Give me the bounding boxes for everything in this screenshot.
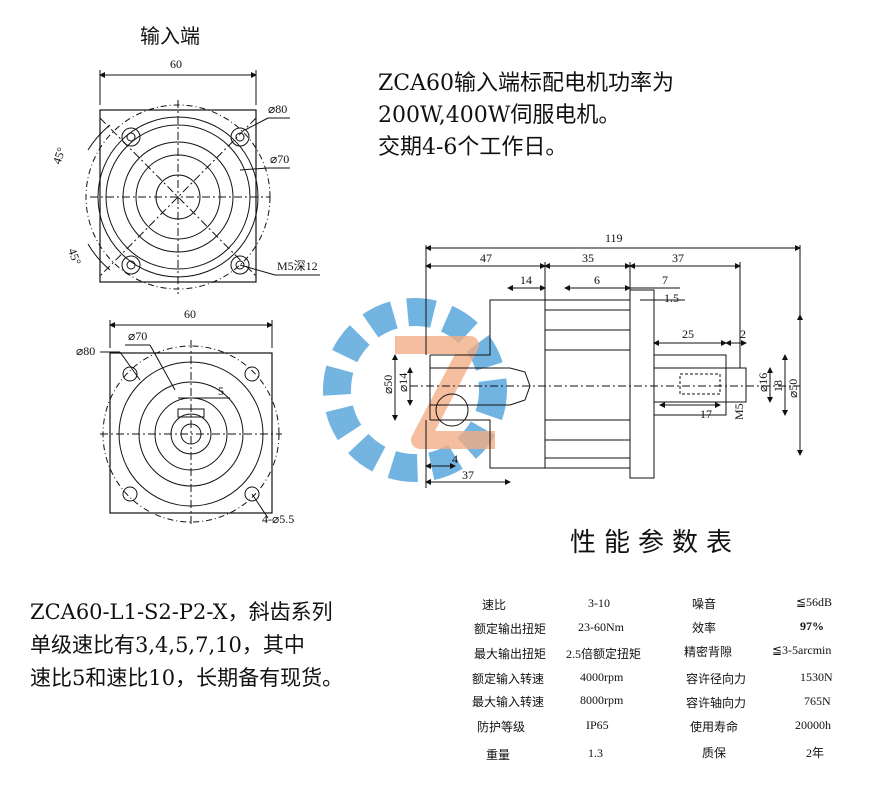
bottom-view-d80-label: ⌀80 bbox=[76, 344, 95, 358]
watermark-logo bbox=[323, 298, 507, 482]
note-line-3: 交期4-6个工作日。 bbox=[378, 135, 568, 160]
spec-label: 重量 bbox=[486, 748, 511, 762]
side-shaft-len-label: 25 bbox=[682, 327, 694, 341]
top-view-angle-2: 45° bbox=[65, 246, 84, 267]
side-b37-label: 37 bbox=[462, 468, 474, 482]
top-view-angle-1: 45° bbox=[50, 145, 69, 166]
desc-line-3: 速比5和速比10，长期备有现货。 bbox=[30, 666, 344, 690]
spec-label: 容许轴向力 bbox=[686, 696, 747, 710]
spec-value: IP65 bbox=[586, 718, 609, 732]
side-d50r-label: ⌀50 bbox=[786, 379, 800, 398]
top-view-thread-label: M5深12 bbox=[277, 259, 318, 273]
side-shaft-end-label: 2 bbox=[740, 327, 746, 341]
spec-value: 1.3 bbox=[588, 746, 603, 760]
note-line-1: ZCA60输入端标配电机功率为 bbox=[378, 71, 675, 96]
side-s3-label: 37 bbox=[672, 251, 684, 265]
spec-value: 20000h bbox=[795, 718, 831, 732]
side-view-drawing bbox=[392, 245, 803, 488]
model-description: ZCA60-L1-S2-P2-X，斜齿系列 单级速比有3,4,5,7,10，其中… bbox=[30, 596, 343, 695]
spec-value: 765N bbox=[804, 694, 831, 708]
spec-value: 8000rpm bbox=[580, 693, 624, 707]
top-view-d80-label: ⌀80 bbox=[268, 102, 287, 116]
side-f2-label: 6 bbox=[594, 273, 600, 287]
top-view-drawing bbox=[85, 70, 320, 294]
spec-value: 23-60Nm bbox=[578, 620, 624, 634]
spec-label: 最大输出扭矩 bbox=[474, 647, 547, 661]
desc-line-2: 单级速比有3,4,5,7,10，其中 bbox=[30, 633, 305, 657]
bottom-view-holes-label: 4-⌀5.5 bbox=[262, 512, 294, 526]
spec-value: ≦3-5arcmin bbox=[772, 643, 832, 657]
bottom-view-width-label: 60 bbox=[184, 307, 196, 321]
side-d14-label: ⌀14 bbox=[396, 373, 410, 392]
spec-label: 额定输入转速 bbox=[472, 672, 545, 686]
side-f1-label: 14 bbox=[520, 273, 532, 287]
side-k18-label: 18 bbox=[771, 380, 785, 392]
desc-line-1: ZCA60-L1-S2-P2-X，斜齿系列 bbox=[30, 600, 333, 624]
spec-value: 1530N bbox=[800, 670, 833, 684]
side-f4-label: 1.5 bbox=[664, 291, 679, 305]
motor-notes: ZCA60输入端标配电机功率为 200W,400W伺服电机。 交期4-6个工作日… bbox=[378, 68, 674, 164]
top-view-d70-label: ⌀70 bbox=[270, 152, 289, 166]
bottom-view-d70-label: ⌀70 bbox=[128, 329, 147, 343]
spec-value: 3-10 bbox=[588, 596, 610, 610]
spec-label: 噪音 bbox=[692, 597, 717, 611]
side-k17-label: 17 bbox=[700, 407, 712, 421]
top-view-width-label: 60 bbox=[170, 57, 182, 71]
bottom-view-key-label: 5 bbox=[218, 384, 224, 398]
spec-label: 精密背隙 bbox=[684, 645, 733, 659]
side-s1-label: 47 bbox=[480, 251, 492, 265]
side-s2-label: 35 bbox=[582, 251, 594, 265]
spec-value: 2.5倍额定扭矩 bbox=[566, 647, 642, 661]
input-end-title: 输入端 bbox=[140, 24, 200, 48]
spec-value: 2年 bbox=[806, 746, 825, 760]
spec-label: 额定输出扭矩 bbox=[474, 622, 547, 636]
spec-label: 速比 bbox=[482, 598, 507, 612]
spec-label: 效率 bbox=[692, 621, 717, 635]
side-f3-label: 7 bbox=[662, 273, 668, 287]
spec-value: 97% bbox=[800, 619, 824, 633]
side-total-label: 119 bbox=[605, 231, 623, 245]
side-b4-label: 4 bbox=[452, 452, 458, 466]
side-d50-label: ⌀50 bbox=[381, 375, 395, 394]
side-m5-label: M5 bbox=[732, 403, 746, 420]
spec-value: ≦56dB bbox=[796, 595, 833, 609]
spec-label: 使用寿命 bbox=[690, 720, 739, 734]
spec-label: 最大输入转速 bbox=[472, 695, 545, 709]
spec-table-title: 性能参数表 bbox=[570, 528, 741, 558]
spec-value: 4000rpm bbox=[580, 670, 624, 684]
bottom-view-drawing bbox=[100, 320, 282, 525]
spec-label: 质保 bbox=[702, 746, 727, 760]
side-d16-label: ⌀16 bbox=[756, 373, 770, 392]
spec-label: 容许径向力 bbox=[686, 672, 747, 686]
spec-label: 防护等级 bbox=[477, 720, 526, 734]
note-line-2: 200W,400W伺服电机。 bbox=[378, 103, 621, 128]
